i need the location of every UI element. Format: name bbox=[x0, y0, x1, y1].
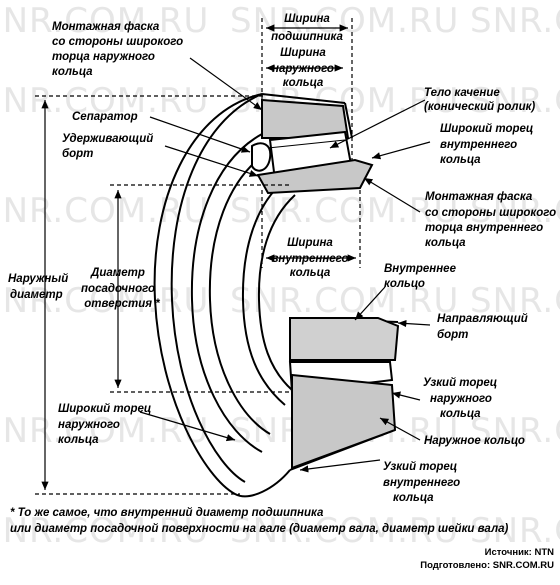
outer-ring-outline bbox=[153, 93, 291, 498]
label-inner-ring: Внутреннее кольцо bbox=[384, 263, 457, 290]
svg-text:SNR.COM.RU: SNR.COM.RU bbox=[470, 281, 560, 321]
svg-text:Внутреннее: Внутреннее bbox=[384, 263, 457, 275]
svg-text:Тело качение: Тело качение bbox=[424, 87, 500, 99]
label-retaining-flange: Удерживающий борт bbox=[62, 133, 153, 160]
label-narrow-face-inner: Узкий торец внутреннего кольца bbox=[383, 461, 460, 504]
lower-section bbox=[288, 317, 400, 470]
svg-text:кольца: кольца bbox=[440, 408, 481, 420]
svg-text:со стороны широкого: со стороны широкого bbox=[425, 207, 556, 219]
svg-text:борт: борт bbox=[437, 329, 468, 341]
label-separator: Сепаратор bbox=[72, 111, 138, 123]
svg-text:Наружный: Наружный bbox=[8, 273, 68, 285]
label-mount-chamfer-inner: Монтажная фаска со стороны широкого торц… bbox=[425, 191, 556, 249]
svg-text:Направляющий: Направляющий bbox=[437, 313, 528, 325]
svg-text:кольца: кольца bbox=[283, 77, 324, 89]
svg-text:SNR.COM.RU: SNR.COM.RU bbox=[470, 411, 560, 451]
leader-lines bbox=[139, 57, 431, 473]
label-outer-ring-width: Ширина наружного кольца bbox=[272, 47, 334, 89]
svg-text:SNR.COM.RU: SNR.COM.RU bbox=[230, 1, 459, 41]
label-guide-flange: Направляющий борт bbox=[437, 313, 528, 341]
labels: Монтажная фаска со стороны широкого торц… bbox=[8, 13, 556, 504]
svg-text:кольца: кольца bbox=[393, 492, 434, 504]
svg-text:SNR.COM.RU: SNR.COM.RU bbox=[470, 81, 560, 121]
svg-text:SNR.COM.RU: SNR.COM.RU bbox=[0, 191, 209, 231]
watermark-layer: SNR.COM.RU SNR.COM.RU SNR.COM.RU SNR.COM… bbox=[0, 1, 560, 551]
svg-text:кольцо: кольцо bbox=[384, 278, 425, 290]
label-narrow-face-outer: Узкий торец наружного кольца bbox=[423, 377, 497, 420]
svg-text:внутреннего: внутреннего bbox=[383, 477, 460, 489]
label-outer-diameter: Наружный диаметр bbox=[8, 273, 68, 301]
inner-ring-lower bbox=[289, 317, 400, 361]
svg-text:диаметр: диаметр bbox=[10, 289, 63, 301]
svg-text:Узкий торец: Узкий торец bbox=[383, 461, 457, 473]
bearing-drawing bbox=[153, 93, 399, 498]
svg-text:Широкий торец: Широкий торец bbox=[440, 123, 533, 135]
cage-upper bbox=[251, 142, 272, 172]
bore-circle bbox=[241, 179, 286, 406]
svg-text:Узкий торец: Узкий торец bbox=[423, 377, 497, 389]
outer-ring-lower bbox=[291, 373, 397, 470]
source-line-2: Подготовлено: SNR.COM.RU bbox=[420, 560, 554, 571]
label-wide-face-outer: Широкий торец наружного кольца bbox=[58, 403, 151, 446]
svg-text:кольца: кольца bbox=[440, 154, 481, 166]
source-line-1: Источник: NTN bbox=[484, 547, 554, 558]
label-bearing-width: Ширина подшипника bbox=[271, 13, 343, 43]
inner-circle-2 bbox=[208, 151, 271, 435]
label-outer-ring: Наружное кольцо bbox=[424, 435, 525, 447]
label-rolling-body: Тело качение (конический ролик) bbox=[424, 87, 535, 113]
dimension-lines bbox=[35, 18, 361, 495]
svg-text:Ширина: Ширина bbox=[287, 237, 333, 249]
svg-text:SNR.COM.RU: SNR.COM.RU bbox=[470, 191, 560, 231]
label-inner-ring-width: Ширина внутреннего кольца bbox=[271, 237, 348, 279]
svg-text:Удерживающий: Удерживающий bbox=[62, 133, 153, 145]
svg-text:торца внутреннего: торца внутреннего bbox=[425, 222, 543, 234]
inner-circle-1 bbox=[190, 133, 263, 453]
svg-text:Широкий торец: Широкий торец bbox=[58, 403, 151, 415]
svg-text:кольца: кольца bbox=[290, 267, 331, 279]
svg-text:Монтажная фаска: Монтажная фаска bbox=[425, 191, 533, 203]
svg-text:борт: борт bbox=[62, 148, 93, 160]
svg-text:внутреннего: внутреннего bbox=[440, 139, 517, 151]
svg-text:SNR.COM.RU: SNR.COM.RU bbox=[470, 1, 560, 41]
footnote-line-1: * То же самое, что внутренний диаметр по… bbox=[10, 507, 324, 519]
svg-text:(конический ролик): (конический ролик) bbox=[424, 101, 535, 113]
svg-text:кольца: кольца bbox=[58, 434, 99, 446]
svg-text:SNR.COM.RU: SNR.COM.RU bbox=[230, 281, 459, 321]
svg-text:со стороны широкого: со стороны широкого bbox=[52, 36, 183, 48]
svg-text:Ширина: Ширина bbox=[280, 47, 326, 59]
svg-text:SNR.COM.RU: SNR.COM.RU bbox=[470, 511, 560, 551]
svg-text:посадочного: посадочного bbox=[81, 283, 155, 295]
svg-text:наружного: наружного bbox=[58, 419, 120, 431]
svg-text:Монтажная фаска: Монтажная фаска bbox=[52, 21, 160, 33]
svg-text:торца наружного: торца наружного bbox=[52, 51, 155, 63]
svg-text:SNR.COM.RU: SNR.COM.RU bbox=[0, 411, 209, 451]
label-bore-diameter: Диаметр посадочного отверстия * bbox=[81, 267, 160, 310]
svg-text:SNR.COM.RU: SNR.COM.RU bbox=[0, 1, 209, 41]
svg-text:внутреннего: внутреннего bbox=[271, 253, 348, 265]
svg-text:Диаметр: Диаметр bbox=[90, 267, 145, 279]
svg-text:SNR.COM.RU: SNR.COM.RU bbox=[230, 511, 459, 551]
outer-ring-upper bbox=[261, 98, 350, 139]
svg-text:кольца: кольца bbox=[425, 237, 466, 249]
label-mount-chamfer-outer: Монтажная фаска со стороны широкого торц… bbox=[52, 21, 183, 78]
svg-text:SNR.COM.RU: SNR.COM.RU bbox=[0, 511, 209, 551]
svg-text:наружного: наружного bbox=[272, 63, 334, 75]
svg-text:наружного: наружного bbox=[430, 393, 492, 405]
footnote-line-2: или диаметр посадочной поверхности на ва… bbox=[10, 523, 509, 535]
label-wide-face-inner: Широкий торец внутреннего кольца bbox=[440, 123, 533, 166]
svg-text:Ширина: Ширина bbox=[284, 13, 330, 25]
svg-text:отверстия *: отверстия * bbox=[84, 298, 160, 310]
svg-text:SNR.COM.RU: SNR.COM.RU bbox=[0, 81, 209, 121]
svg-text:подшипника: подшипника bbox=[271, 31, 343, 43]
svg-text:кольца: кольца bbox=[52, 66, 93, 78]
